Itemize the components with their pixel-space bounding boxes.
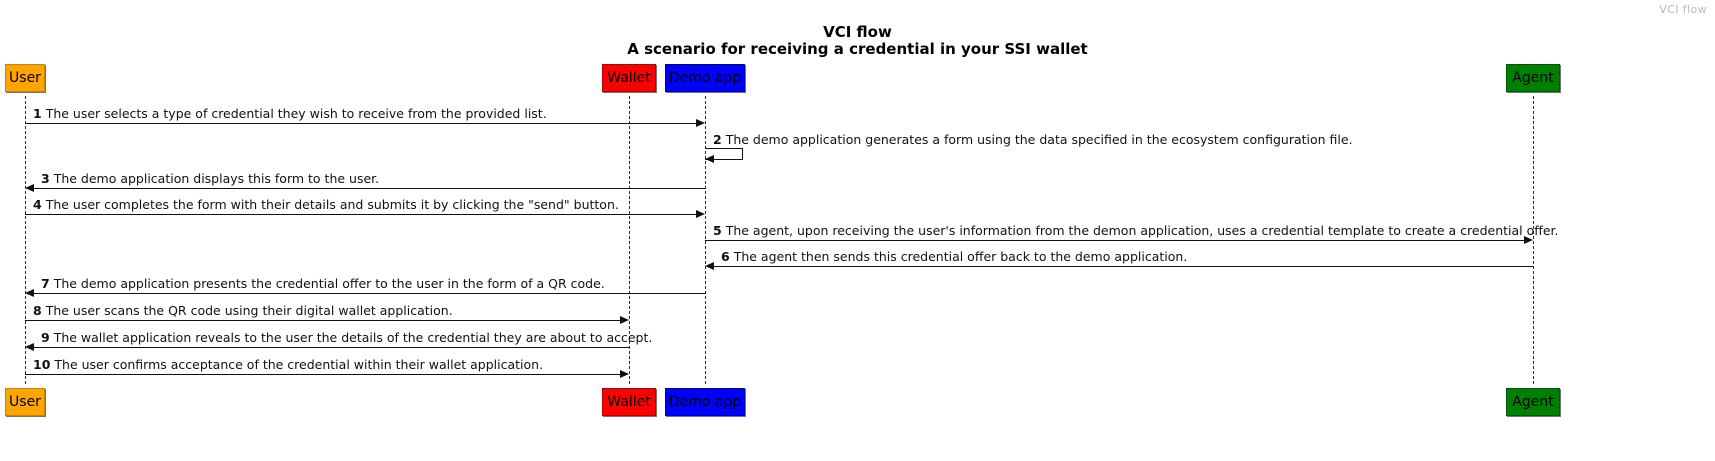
message-7-arrowhead (25, 289, 34, 297)
participant-user-bottom[interactable]: User (5, 388, 45, 416)
message-10-number: 10 (33, 357, 51, 372)
message-9-label: The wallet application reveals to the us… (53, 330, 653, 345)
message-3-number: 3 (41, 171, 50, 186)
message-3-label: The demo application displays this form … (53, 171, 380, 186)
message-9-arrow (34, 347, 629, 348)
participant-user-label-top: User (9, 70, 41, 86)
message-6-arrow (714, 266, 1533, 267)
message-2-arrowhead (705, 155, 714, 163)
participant-user-label-bottom: User (9, 394, 41, 410)
message-4-number: 4 (33, 197, 42, 212)
message-1-number: 1 (33, 106, 42, 121)
diagram-title: VCI flow A scenario for receiving a cred… (0, 24, 1715, 57)
message-5-number: 5 (713, 223, 722, 238)
message-8-arrowhead (620, 316, 629, 324)
message-10-label: The user confirms acceptance of the cred… (54, 357, 544, 372)
message-3-text: 3 The demo application displays this for… (41, 172, 379, 185)
message-7-arrow (34, 293, 705, 294)
message-2-label: The demo application generates a form us… (725, 132, 1353, 147)
message-1-arrow (25, 123, 696, 124)
message-4-arrow (25, 214, 696, 215)
message-2-text: 2 The demo application generates a form … (713, 133, 1353, 146)
message-8-number: 8 (33, 303, 42, 318)
message-6-arrowhead (705, 262, 714, 270)
message-10-arrowhead (620, 370, 629, 378)
participant-wallet-bottom[interactable]: Wallet (602, 388, 656, 416)
lifeline-user (25, 96, 26, 384)
message-5-text: 5 The agent, upon receiving the user's i… (713, 224, 1559, 237)
message-4-text: 4 The user completes the form with their… (33, 198, 619, 211)
participant-wallet-label-bottom: Wallet (607, 394, 651, 410)
message-8-label: The user scans the QR code using their d… (45, 303, 453, 318)
message-5-label: The agent, upon receiving the user's inf… (725, 223, 1559, 238)
message-10-text: 10 The user confirms acceptance of the c… (33, 358, 543, 371)
message-3-arrowhead (25, 184, 34, 192)
message-8-arrow (25, 320, 620, 321)
participant-demo-app-bottom[interactable]: Demo app (665, 388, 745, 416)
message-1-arrowhead (696, 119, 705, 127)
message-10-arrow (25, 374, 620, 375)
participant-demo-app-label-top: Demo app (668, 70, 742, 86)
watermark-label: VCI flow (1659, 3, 1707, 16)
message-3-arrow (34, 188, 705, 189)
message-1-label: The user selects a type of credential th… (45, 106, 547, 121)
message-9-text: 9 The wallet application reveals to the … (41, 331, 652, 344)
message-4-arrowhead (696, 210, 705, 218)
lifeline-agent (1533, 96, 1534, 384)
message-2-selfloop (705, 148, 743, 160)
message-4-label: The user completes the form with their d… (45, 197, 619, 212)
participant-agent-top[interactable]: Agent (1506, 64, 1560, 92)
participant-demo-app-top[interactable]: Demo app (665, 64, 745, 92)
participant-user-top[interactable]: User (5, 64, 45, 92)
message-6-number: 6 (721, 249, 730, 264)
message-7-label: The demo application presents the creden… (53, 276, 605, 291)
participant-agent-bottom[interactable]: Agent (1506, 388, 1560, 416)
message-7-text: 7 The demo application presents the cred… (41, 277, 605, 290)
message-6-text: 6 The agent then sends this credential o… (721, 250, 1187, 263)
participant-wallet-label-top: Wallet (607, 70, 651, 86)
message-5-arrowhead (1524, 236, 1533, 244)
title-line-2: A scenario for receiving a credential in… (627, 40, 1088, 58)
message-1-text: 1 The user selects a type of credential … (33, 107, 547, 120)
message-5-arrow (705, 240, 1524, 241)
participant-demo-app-label-bottom: Demo app (668, 394, 742, 410)
message-2-number: 2 (713, 132, 722, 147)
message-9-number: 9 (41, 330, 50, 345)
message-7-number: 7 (41, 276, 50, 291)
message-8-text: 8 The user scans the QR code using their… (33, 304, 453, 317)
lifeline-wallet (629, 96, 630, 384)
message-9-arrowhead (25, 343, 34, 351)
title-line-1: VCI flow (823, 23, 892, 41)
participant-agent-label-bottom: Agent (1512, 394, 1554, 410)
participant-agent-label-top: Agent (1512, 70, 1554, 86)
participant-wallet-top[interactable]: Wallet (602, 64, 656, 92)
message-6-label: The agent then sends this credential off… (733, 249, 1188, 264)
